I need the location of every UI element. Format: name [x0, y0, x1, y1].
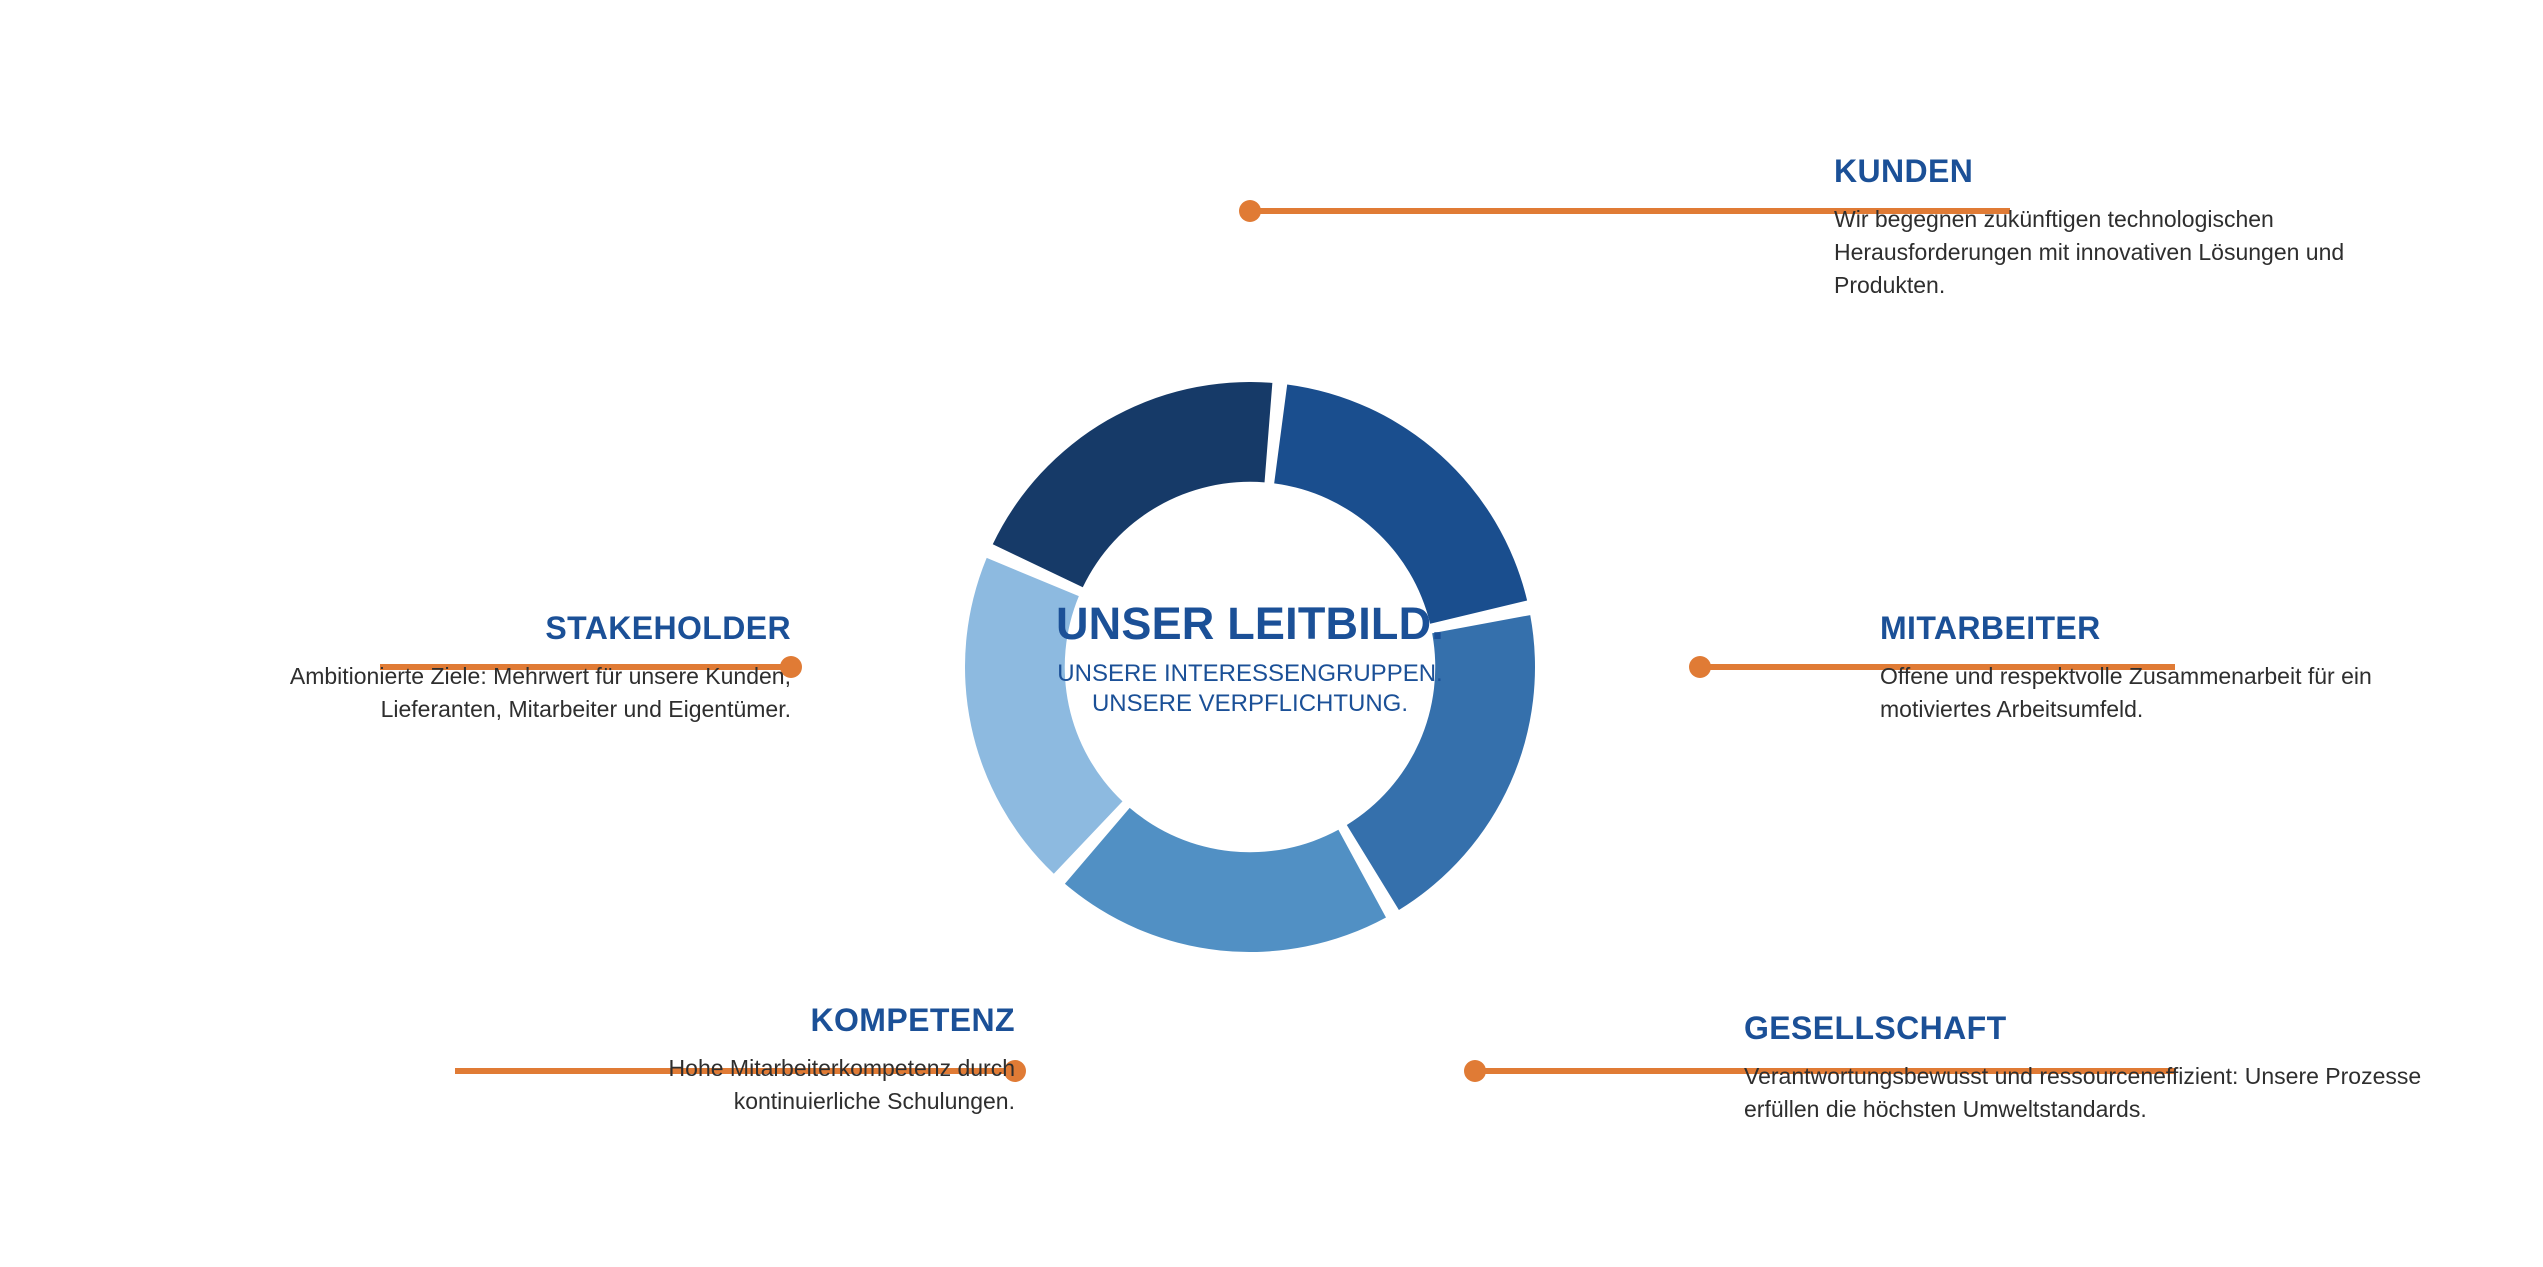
callout-stakeholder: STAKEHOLDER Ambitionierte Ziele: Mehrwer… [80, 610, 791, 726]
connector-line-kompetenz [455, 1068, 1015, 1074]
donut-svg [965, 382, 1535, 952]
connector-dot-kunden [1239, 200, 1261, 222]
callout-kompetenz: KOMPETENZ Hohe Mitarbeiterkompetenz durc… [335, 1002, 1015, 1118]
callout-body-gesellschaft: Verantwortungsbewusst und ressourceneffi… [1744, 1062, 2422, 1122]
callout-heading-kunden: KUNDEN [1834, 153, 1974, 189]
callout-body-stakeholder: Ambitionierte Ziele: Mehrwert für unsere… [289, 662, 791, 722]
callout-body-kompetenz: Hohe Mitarbeiterkompetenz durch kontinui… [668, 1054, 1015, 1114]
callout-heading-stakeholder: STAKEHOLDER [545, 610, 791, 646]
callout-body-mitarbeiter: Offene und respektvolle Zusammenarbeit f… [1880, 662, 2372, 722]
callout-body-kunden: Wir begegnen zukünftigen technologischen… [1834, 205, 2345, 298]
connector-line-kunden [1250, 208, 2010, 214]
callout-heading-mitarbeiter: MITARBEITER [1880, 610, 2101, 646]
callout-heading-gesellschaft: GESELLSCHAFT [1744, 1010, 2007, 1046]
donut-segment-mitarbeiter[interactable] [1274, 384, 1528, 624]
callout-gesellschaft: GESELLSCHAFT Verantwortungsbewusst und r… [1744, 1010, 2484, 1126]
donut-segment-kunden[interactable] [992, 382, 1273, 588]
connector-line-mitarbeiter [1700, 664, 2175, 670]
callout-mitarbeiter: MITARBEITER Offene und respektvolle Zusa… [1880, 610, 2500, 726]
connector-dot-mitarbeiter [1689, 656, 1711, 678]
donut-segment-gesellschaft[interactable] [1346, 615, 1535, 911]
connector-line-stakeholder [380, 664, 791, 670]
donut-chart [965, 382, 1535, 952]
donut-segment-kompetenz[interactable] [1064, 807, 1386, 952]
callout-kunden: KUNDEN Wir begegnen zukünftigen technolo… [1834, 153, 2454, 302]
connector-line-gesellschaft [1475, 1068, 2175, 1074]
connector-dot-kompetenz [1004, 1060, 1026, 1082]
callout-heading-kompetenz: KOMPETENZ [810, 1002, 1015, 1038]
connector-dot-gesellschaft [1464, 1060, 1486, 1082]
donut-segment-stakeholder[interactable] [965, 557, 1123, 874]
connector-dot-stakeholder [780, 656, 802, 678]
